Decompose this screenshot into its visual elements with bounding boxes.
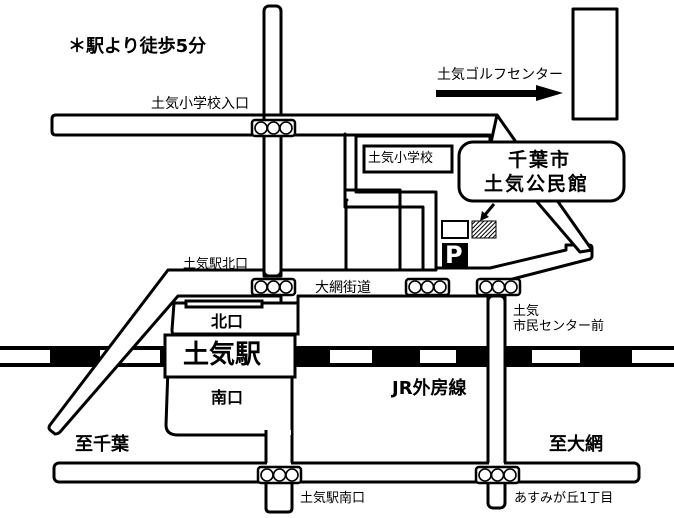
golf-center-label: 土気ゴルフセンター <box>437 67 563 83</box>
traffic-signal-icon <box>256 465 303 485</box>
golf-direction-arrow-icon <box>436 85 563 101</box>
north-exit-label: 北口 <box>211 312 244 331</box>
parking-sign <box>442 243 468 269</box>
main-road-label: 大網街道 <box>315 280 371 296</box>
traffic-signal-icon <box>404 277 451 297</box>
destination-city: 千葉市 <box>508 149 572 171</box>
community-hall-building <box>471 220 497 239</box>
station-north-exit-intersection-label: 土気駅北口 <box>183 257 249 272</box>
elementary-school-box <box>362 144 454 174</box>
elementary-entrance-label: 土気小学校入口 <box>151 96 249 112</box>
civic-center-label-line1: 土気 <box>513 304 540 319</box>
to-oami-label: 至大網 <box>549 434 603 455</box>
road-south-exit <box>164 366 294 514</box>
traffic-signal-icon <box>474 465 521 485</box>
destination-name: 土気公民館 <box>484 173 590 195</box>
civic-center-label-line2: 市民センター前 <box>513 319 605 334</box>
traffic-signals <box>250 118 522 485</box>
asumigaoka-label: あすみが丘1丁目 <box>514 491 614 506</box>
station-name: 土気駅 <box>183 340 262 370</box>
station-south-exit-intersection-label: 土気駅南口 <box>300 491 366 506</box>
parking-icon: P <box>445 241 463 269</box>
traffic-signal-icon <box>250 118 297 138</box>
walk-time-note: ＊駅より徒歩5分 <box>68 36 207 57</box>
destination-callout <box>457 140 626 203</box>
south-exit-label: 南口 <box>211 388 244 407</box>
rail-line-label: JR外房線 <box>392 378 467 399</box>
parking-lot-outline <box>441 220 469 239</box>
road-north-south-upper <box>262 4 283 278</box>
station-box <box>163 333 297 379</box>
road-oami-kaido <box>47 243 594 436</box>
road-south <box>52 461 641 484</box>
to-chiba-label: 至千葉 <box>75 434 129 455</box>
traffic-signal-icon <box>475 277 522 297</box>
golf-center-building <box>571 7 619 121</box>
traffic-signal-icon <box>250 277 297 297</box>
pointer-arrow-icon <box>480 203 496 221</box>
elementary-school-label: 土気小学校 <box>368 151 434 166</box>
north-exit-bar <box>184 299 264 309</box>
